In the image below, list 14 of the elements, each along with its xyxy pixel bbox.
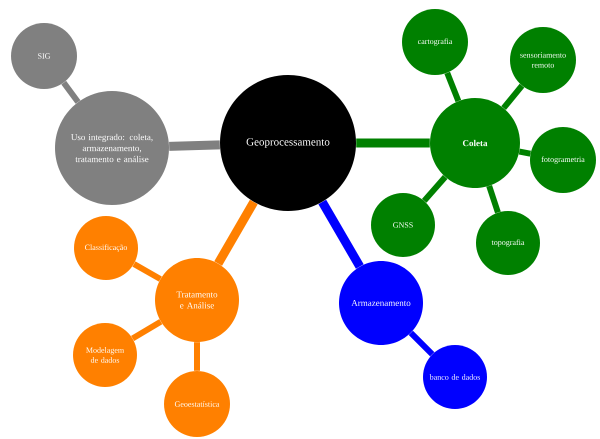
connector <box>132 261 162 282</box>
connector <box>444 72 462 102</box>
connector <box>422 174 448 203</box>
connector <box>61 80 80 104</box>
connector <box>169 140 220 151</box>
connector <box>318 200 364 269</box>
connector <box>194 342 200 371</box>
connector <box>214 200 258 266</box>
connector <box>356 138 430 148</box>
connector <box>518 148 531 157</box>
connector <box>486 184 501 214</box>
connector <box>408 330 434 356</box>
connector <box>131 319 162 342</box>
connector <box>501 84 524 110</box>
